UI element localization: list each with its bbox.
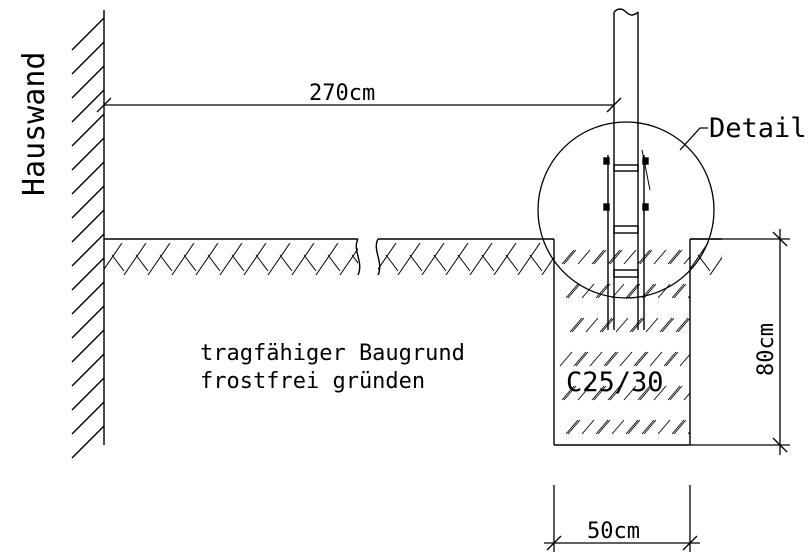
wall-label: Hauswand [17, 52, 52, 197]
footing-width-label: 50cm [587, 519, 640, 544]
house-wall [71, 10, 105, 459]
concrete-label: C25/30 [566, 367, 664, 398]
footing-width-dimension [544, 485, 700, 552]
soil-hatch [104, 242, 722, 275]
detail-leader [679, 127, 708, 151]
width-dim-label: 270cm [309, 81, 375, 106]
width-dimension [96, 97, 622, 113]
depth-dimension [690, 229, 790, 455]
ground-note-line1: tragfähiger Baugrund [200, 341, 465, 366]
detail-circle [537, 121, 715, 299]
post-anchor [603, 155, 649, 330]
detail-label: Detail [709, 113, 807, 144]
ground-note-line2: frostfrei gründen [200, 369, 425, 394]
wooden-post [613, 8, 651, 191]
ground-surface [104, 238, 722, 276]
depth-dim-label: 80cm [754, 323, 779, 376]
